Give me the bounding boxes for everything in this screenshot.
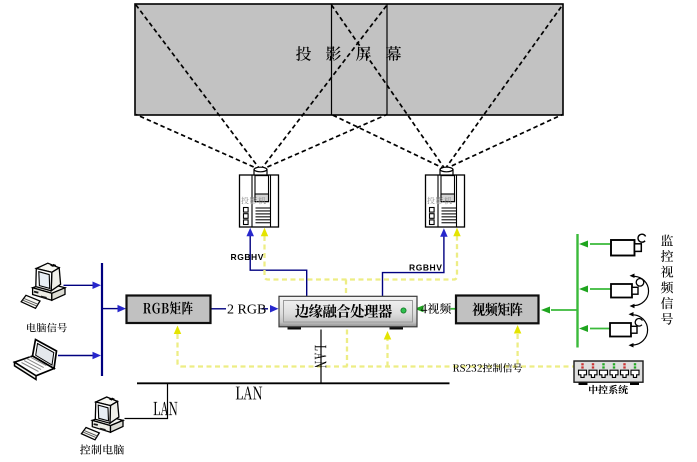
svg-text:2 RGB: 2 RGB: [227, 303, 266, 318]
svg-text:RGBHV: RGBHV: [409, 263, 442, 273]
svg-text:RGBHV: RGBHV: [231, 252, 264, 262]
